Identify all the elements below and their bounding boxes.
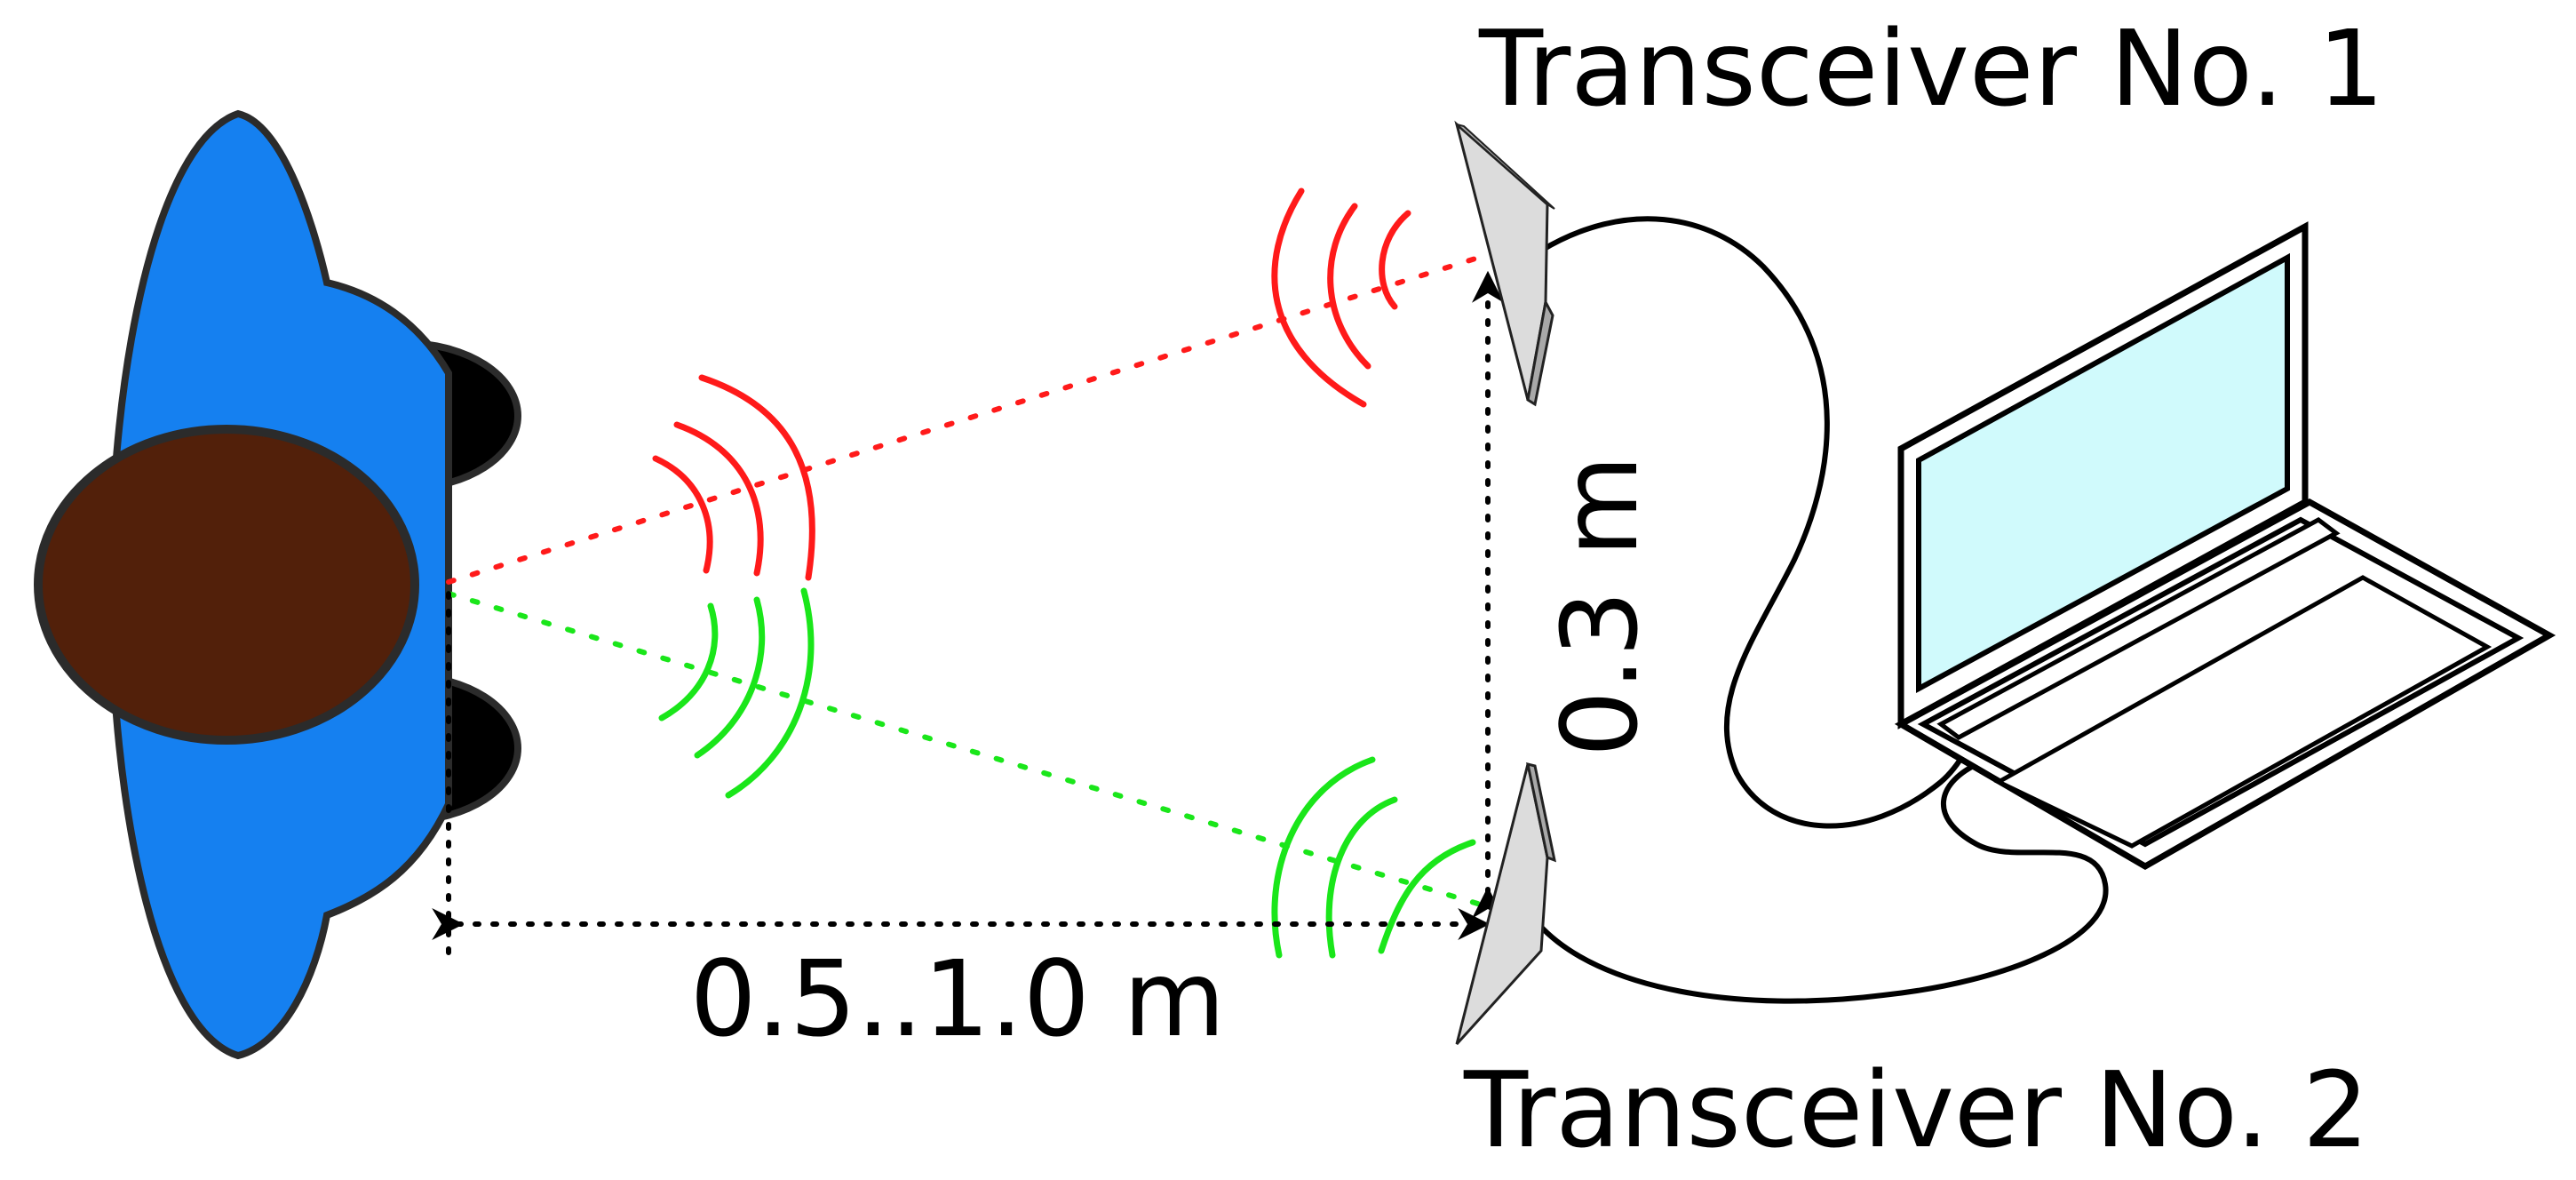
transceiver-1-label: Transceiver No. 1	[1478, 7, 2384, 130]
laptop-screen	[1916, 252, 2290, 694]
transceiver-1-antenna	[1454, 120, 1555, 407]
laptop	[1894, 221, 2556, 871]
horizontal-distance-label: 0.5..1.0 m	[690, 937, 1226, 1060]
signal-path-2	[446, 591, 1504, 913]
signal-waves-1-near	[652, 374, 815, 581]
vertical-distance-label: 0.3 m	[1538, 455, 1661, 757]
laptop-hinge	[1936, 517, 2341, 740]
person-top-view	[34, 109, 521, 1060]
signal-waves-1-far	[1271, 187, 1411, 408]
laptop-touchpad	[1993, 575, 2493, 849]
signal-path-1	[446, 251, 1495, 585]
transceiver-2-antenna	[1455, 761, 1557, 1046]
transceiver-2-label: Transceiver No. 2	[1463, 1048, 2369, 1171]
cable-transceiver-1	[1539, 216, 1997, 829]
signal-waves-2-far	[1271, 756, 1476, 959]
signal-waves-2-near	[658, 587, 815, 799]
cable-transceiver-2	[1536, 760, 2109, 1004]
person-head	[34, 425, 419, 745]
